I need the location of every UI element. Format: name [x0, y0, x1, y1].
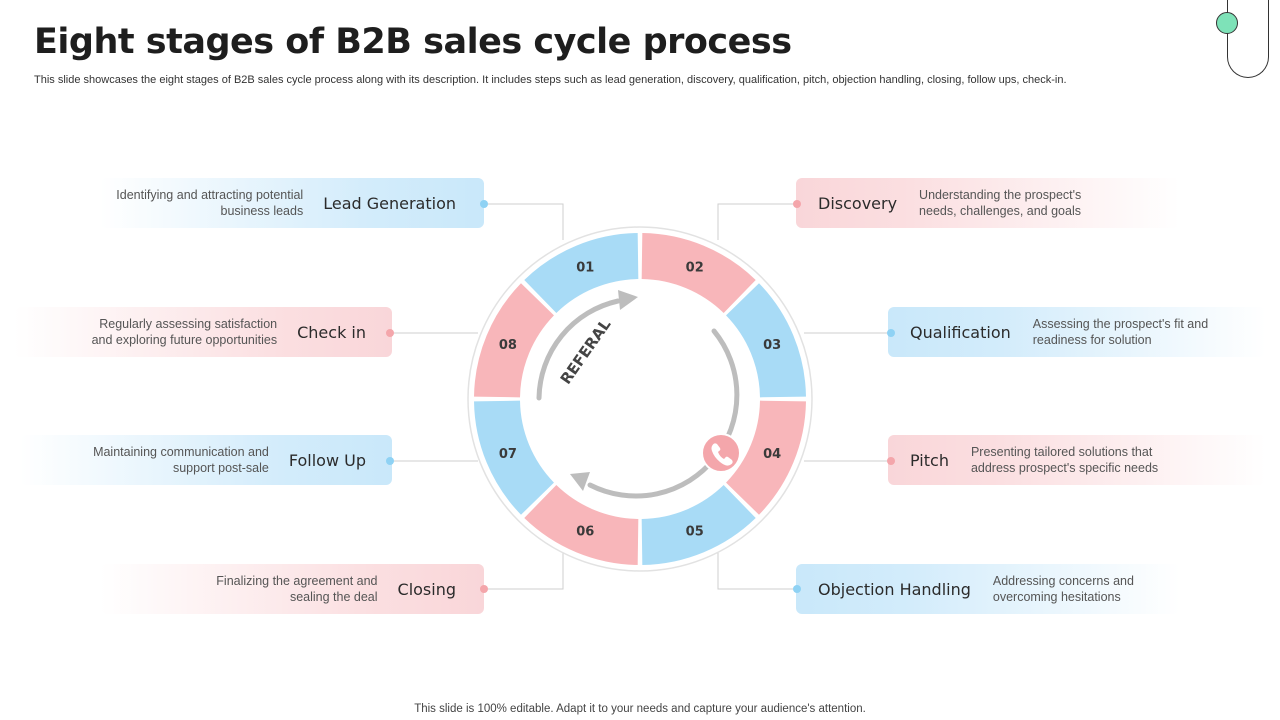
desc-line: overcoming hesitations — [992, 590, 1121, 604]
connector-dot — [887, 329, 895, 337]
desc-line: Assessing the prospect's fit and — [1032, 317, 1209, 331]
desc-line: Understanding the prospect's — [919, 188, 1082, 202]
desc-line: and exploring future opportunities — [91, 333, 278, 347]
stage-card-lead-generation: Identifying and attracting potential bus… — [100, 178, 484, 228]
phone-icon — [701, 433, 741, 473]
stage-label: Follow Up — [288, 450, 366, 470]
segment-number-06: 06 — [576, 525, 594, 540]
segment-number-04: 04 — [763, 447, 781, 462]
segment-number-07: 07 — [499, 447, 517, 462]
connector-dot — [386, 329, 394, 337]
stage-card-follow-up: Maintaining communication and support po… — [20, 435, 392, 485]
connector-dot — [386, 457, 394, 465]
connector-dot — [480, 585, 488, 593]
stage-desc: Addressing concerns and overcoming hesit… — [993, 573, 1134, 605]
stage-desc: Maintaining communication and support po… — [93, 444, 269, 476]
connector-dot — [887, 457, 895, 465]
segment-number-08: 08 — [499, 338, 517, 353]
ring-segment-01 — [524, 233, 639, 313]
ring-segment-03 — [726, 283, 806, 398]
segment-number-02: 02 — [686, 260, 704, 275]
desc-line: address prospect's specific needs — [970, 461, 1159, 475]
stage-card-check-in: Regularly assessing satisfaction and exp… — [14, 307, 392, 357]
stage-desc: Regularly assessing satisfaction and exp… — [92, 316, 278, 348]
stage-label: Pitch — [910, 450, 949, 470]
stage-label: Closing — [397, 579, 456, 599]
ring-segment-06 — [524, 485, 639, 565]
connector-line — [484, 203, 564, 240]
stage-label: Objection Handling — [818, 579, 971, 599]
corner-decoration — [1227, 0, 1269, 78]
stage-card-pitch: Pitch Presenting tailored solutions that… — [888, 435, 1266, 485]
ring-segment-05 — [641, 485, 756, 565]
stage-desc: Understanding the prospect's needs, chal… — [919, 187, 1081, 219]
stage-card-closing: Finalizing the agreement and sealing the… — [100, 564, 484, 614]
stage-card-discovery: Discovery Understanding the prospect's n… — [796, 178, 1180, 228]
arrow-head-upper — [618, 290, 638, 310]
desc-line: needs, challenges, and goals — [919, 204, 1081, 218]
connector-dot — [480, 200, 488, 208]
arrow-head-lower — [570, 472, 590, 491]
stage-card-objection-handling: Objection Handling Addressing concerns a… — [796, 564, 1180, 614]
stage-card-qualification: Qualification Assessing the prospect's f… — [888, 307, 1266, 357]
ring-segment-labels: 01 02 03 04 05 06 07 08 — [499, 260, 781, 539]
stage-desc: Identifying and attracting potential bus… — [116, 187, 303, 219]
ring-segment-08 — [474, 283, 554, 398]
footer-note: This slide is 100% editable. Adapt it to… — [414, 703, 866, 715]
desc-line: Addressing concerns and — [992, 574, 1134, 588]
desc-line: Finalizing the agreement and — [216, 574, 378, 588]
stage-desc: Presenting tailored solutions that addre… — [971, 444, 1158, 476]
stage-desc: Assessing the prospect's fit and readine… — [1033, 316, 1208, 348]
connector-line — [717, 203, 797, 240]
stage-label: Qualification — [910, 322, 1011, 342]
ring-segments — [474, 233, 806, 565]
desc-line: readiness for solution — [1032, 333, 1152, 347]
segment-number-01: 01 — [576, 260, 594, 275]
desc-line: Presenting tailored solutions that — [970, 445, 1153, 459]
segment-number-03: 03 — [763, 338, 781, 353]
stage-label: Check in — [297, 322, 366, 342]
desc-line: Maintaining communication and — [93, 445, 269, 459]
desc-line: Identifying and attracting potential — [116, 188, 304, 202]
ring-segment-04 — [726, 400, 806, 515]
segment-number-05: 05 — [686, 525, 704, 540]
connector-dot — [793, 585, 801, 593]
stage-label: Discovery — [818, 193, 898, 213]
stage-label: Lead Generation — [323, 193, 456, 213]
ring-segment-07 — [474, 400, 554, 515]
desc-line: support post-sale — [172, 461, 269, 475]
connector-line — [717, 552, 797, 590]
connector-dot — [793, 200, 801, 208]
page-title: Eight stages of B2B sales cycle process — [34, 22, 792, 62]
corner-dot-icon — [1216, 12, 1238, 34]
inner-fill — [522, 281, 758, 517]
ring-segment-02 — [641, 233, 756, 313]
page-subtitle: This slide showcases the eight stages of… — [34, 74, 1067, 86]
desc-line: sealing the deal — [289, 590, 378, 604]
arrow-arc-upper — [536, 298, 621, 401]
connector-line — [484, 552, 564, 590]
stage-desc: Finalizing the agreement and sealing the… — [216, 573, 377, 605]
desc-line: business leads — [220, 204, 304, 218]
desc-line: Regularly assessing satisfaction — [99, 317, 278, 331]
